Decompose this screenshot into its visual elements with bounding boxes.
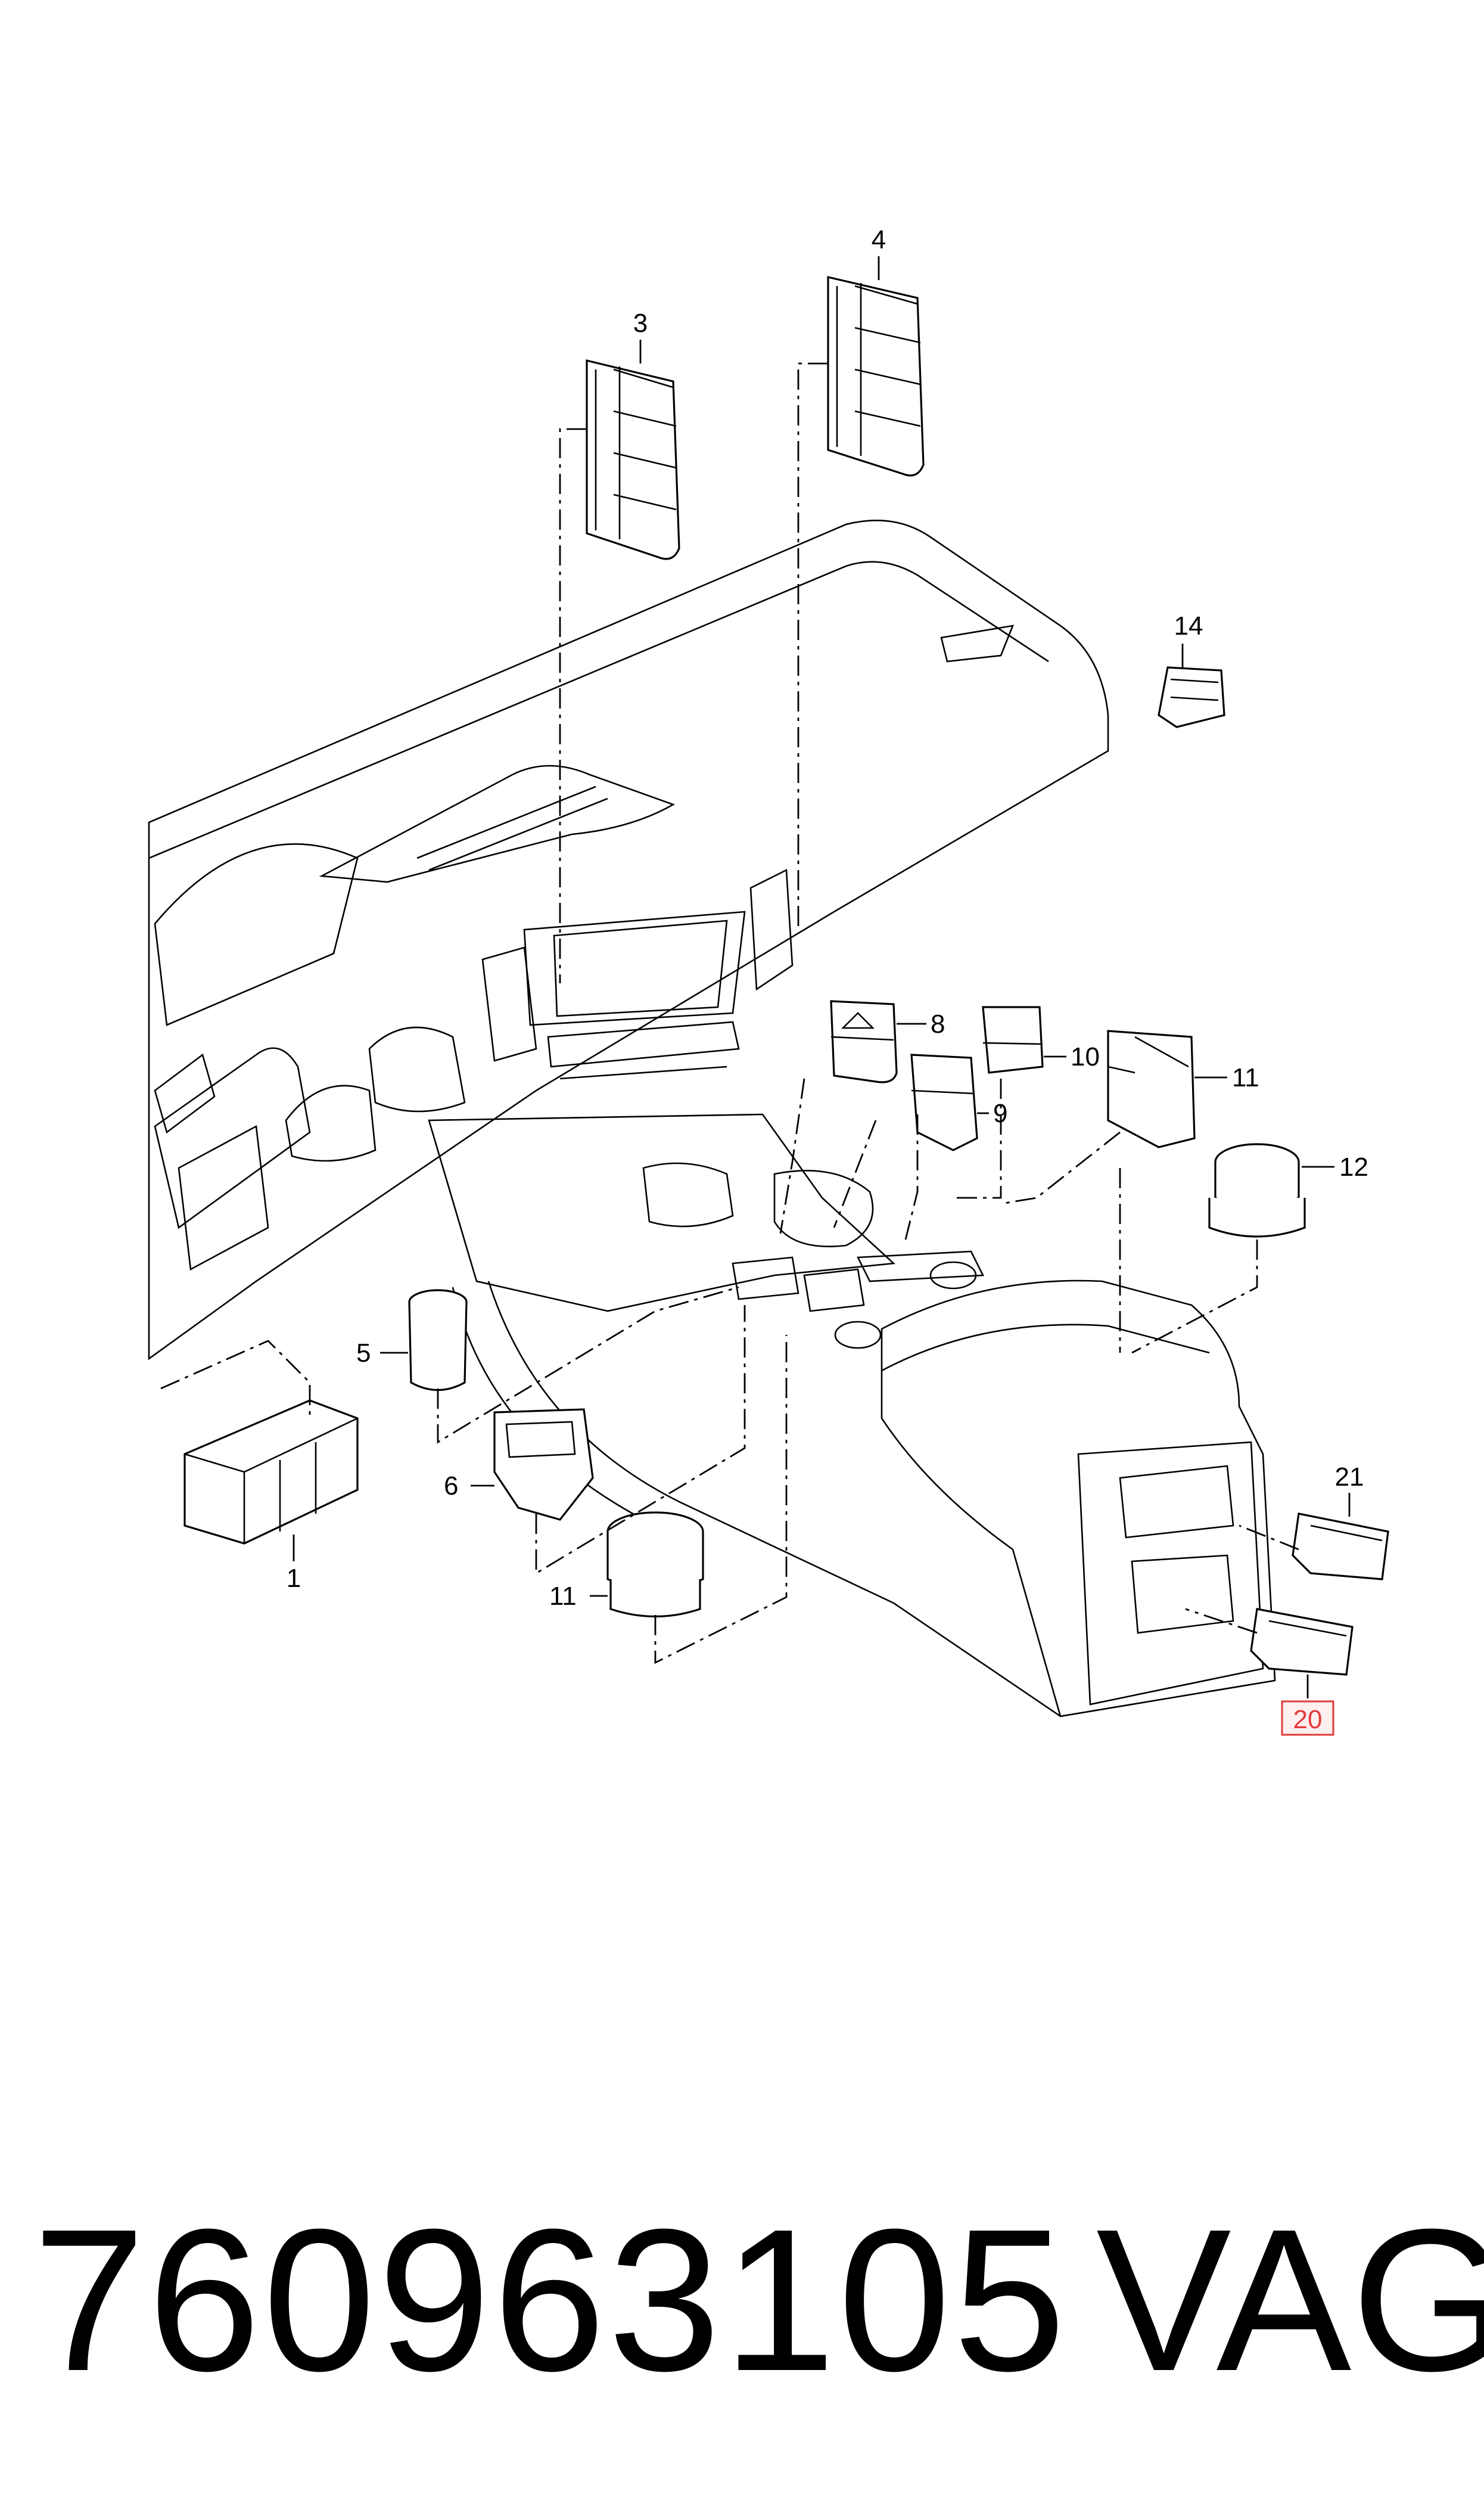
callout-labels: 3 4 14 8 9 10 11 12 5 6 1 11 21 20 bbox=[287, 225, 1368, 1736]
part-1-switch-module bbox=[183, 1399, 359, 1545]
part-number: 760963105 bbox=[33, 2187, 1068, 2414]
part-8-switch bbox=[910, 1054, 978, 1151]
callout-20: 20 bbox=[1293, 1705, 1323, 1734]
part-5-switch bbox=[408, 1289, 468, 1391]
callout-5: 5 bbox=[356, 1338, 371, 1368]
callout-21: 21 bbox=[1335, 1462, 1364, 1492]
callout-12: 12 bbox=[1339, 1153, 1368, 1182]
dashboard-outline bbox=[148, 520, 1276, 1717]
part-21-switch bbox=[1292, 1512, 1389, 1580]
assembly-lines bbox=[160, 362, 1299, 1664]
exploded-parts-diagram: 3 4 14 8 9 10 11 12 5 6 1 11 21 20 bbox=[148, 225, 1389, 1736]
part-7-hazard-switch bbox=[830, 1000, 898, 1083]
callout-leaders bbox=[293, 256, 1351, 1698]
part-11-rotary-knob bbox=[606, 1511, 704, 1618]
part-4-switch-module bbox=[827, 275, 925, 477]
part-12-rotary-knob bbox=[1208, 1143, 1306, 1238]
callout-7: 8 bbox=[931, 1010, 945, 1039]
callout-14: 14 bbox=[1174, 611, 1203, 641]
part-3-switch-module bbox=[586, 359, 680, 560]
callout-11: 11 bbox=[549, 1582, 577, 1611]
callout-4: 4 bbox=[872, 225, 886, 254]
part-6-switch bbox=[493, 1408, 594, 1521]
callout-10: 11 bbox=[1232, 1063, 1259, 1092]
brand-name: VAG bbox=[1096, 2187, 1484, 2414]
part-10-module bbox=[1107, 1030, 1196, 1148]
callout-8: 9 bbox=[993, 1099, 1007, 1128]
callout-1: 1 bbox=[287, 1564, 301, 1593]
part-14-switch bbox=[1158, 666, 1225, 728]
part-9-cover bbox=[982, 1006, 1044, 1074]
callout-20-highlight-box bbox=[1281, 1700, 1334, 1736]
part-20-switch bbox=[1250, 1608, 1354, 1676]
callout-9: 10 bbox=[1071, 1042, 1100, 1071]
callout-6: 6 bbox=[444, 1471, 458, 1501]
footer: 760963105 VAG bbox=[0, 2199, 1484, 2425]
callout-3: 3 bbox=[633, 309, 648, 338]
